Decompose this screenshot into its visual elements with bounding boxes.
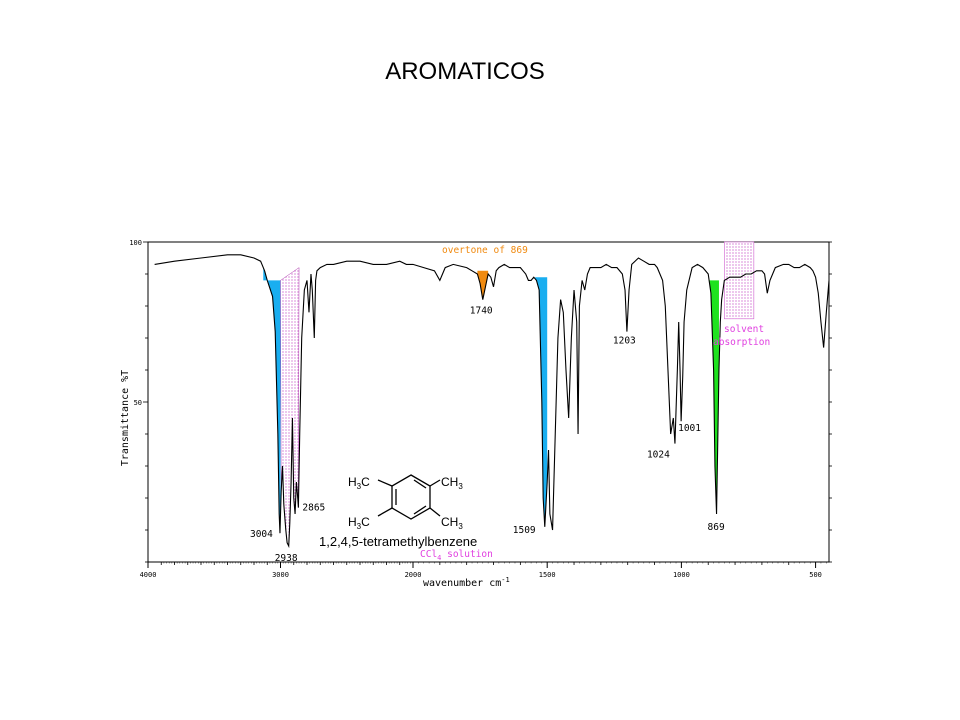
x-axis: 4000 3000 2000 1500 1000 500: [140, 562, 827, 579]
x-tick-label: 500: [809, 571, 822, 579]
y-axis: 100 50: [129, 239, 832, 563]
x-tick-label: 4000: [140, 571, 157, 579]
x-axis-label: wavenumber cm-1: [423, 576, 510, 589]
y-tick-label: 50: [134, 399, 142, 407]
methyl-top-right: CH3: [441, 475, 463, 491]
molecule-structure: [377, 474, 441, 520]
peak-label-2865: 2865: [302, 503, 325, 514]
methyl-bottom-right: CH3: [441, 515, 463, 531]
peak-label-3004: 3004: [250, 529, 273, 540]
methyl-top-left: H3C: [348, 475, 370, 491]
peak-labels: 3004 2938 2865 1740 1509 1203 1024 1001 869: [250, 306, 725, 564]
ring-1509-band-fill: [535, 277, 548, 527]
peak-label-1001: 1001: [678, 423, 701, 434]
spectrum-trace: [154, 254, 830, 549]
peak-label-1740: 1740: [470, 306, 493, 317]
y-tick-label: 100: [129, 239, 142, 247]
solvent-annotation-line1: solvent: [724, 324, 764, 335]
x-tick-label: 1000: [673, 571, 690, 579]
y-axis-label: Transmittance %T: [120, 370, 131, 466]
x-tick-label: 3000: [272, 571, 289, 579]
x-tick-label: 1500: [539, 571, 556, 579]
aromatic-ch-band-fill: [263, 267, 281, 534]
peak-label-2938: 2938: [275, 553, 298, 564]
peak-label-1509: 1509: [513, 525, 536, 536]
overtone-annotation: overtone of 869: [442, 245, 528, 256]
solvent-absorption-region: [724, 241, 755, 320]
x-tick-label: 2000: [405, 571, 422, 579]
peak-label-1024: 1024: [647, 450, 670, 461]
compound-name: 1,2,4,5-tetramethylbenzene: [319, 534, 477, 549]
peak-label-1203: 1203: [613, 336, 636, 347]
solvent-annotation-line2: absorption: [713, 337, 770, 348]
peak-label-869: 869: [708, 522, 725, 533]
page-title: AROMATICOS: [385, 58, 545, 85]
solution-label: CCl4 solution: [420, 549, 493, 562]
overtone-band-fill: [477, 270, 489, 300]
x-axis-label-superscript: -1: [501, 576, 509, 584]
methyl-bottom-left: H3C: [348, 515, 370, 531]
